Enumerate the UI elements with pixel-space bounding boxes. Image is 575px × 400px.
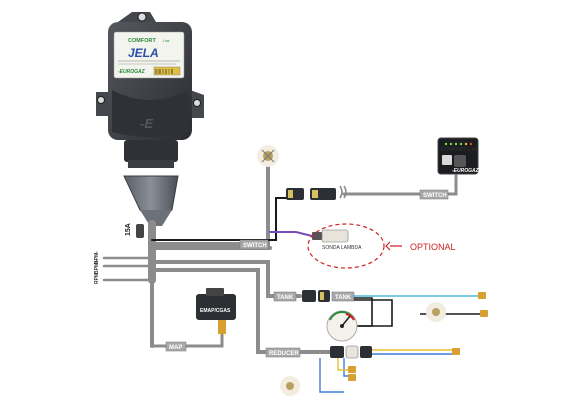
fuse-icon: 15A [125,223,144,238]
tag-switch-panel: SWITCH [419,189,449,200]
map-sensor-label: EMAP/CGAS [200,308,231,314]
tank-wires [348,295,482,327]
svg-text:SWITCH: SWITCH [243,243,267,249]
switch-panel-header: COMFORT LINE [441,147,479,153]
ecu-label-top: COMFORT [128,38,156,44]
svg-text:MAP: MAP [169,345,182,351]
switch-panel-icon: COMFORT LINE -EUROGAZ [437,137,480,175]
ecu-footer-brand: -EUROGAZ [118,69,146,75]
ecu-cover-logo: -E [140,116,153,131]
switch-panel-brand: -EUROGAZ [452,168,480,174]
svg-text:REDUCER: REDUCER [269,351,299,357]
connector-icon [330,345,372,359]
svg-text:TANK: TANK [277,295,294,301]
ecu-label-suffix: Line [163,39,170,43]
tag-tank-left: TANK [273,291,297,302]
tag-tank-right: TANK [331,291,355,302]
spark-plug-icon [280,376,300,396]
connector-icon [286,185,347,200]
wire-label-bpm-minus: BPM- [94,251,100,264]
tag-switch: SWITCH [239,239,269,250]
reducer-wires [319,349,452,393]
lambda-sensor: SONDA LAMBDA OPTIONAL [307,223,456,269]
optional-label: OPTIONAL [410,242,456,252]
optional-outline [307,223,385,269]
lambda-label: SONDA LAMBDA [322,245,362,251]
harness-connector [123,175,179,226]
wire-label-bpm-plus: BPM+ [94,260,100,274]
tag-map: MAP [165,341,187,352]
terminal-icon [478,292,488,317]
spark-plug-icon [257,145,279,167]
map-sensor-icon: EMAP/CGAS [196,288,236,334]
gauge-icon [326,310,358,342]
svg-text:SWITCH: SWITCH [423,193,447,199]
side-wire-labels: BPM- BPM+ RPM [94,251,100,284]
ecu-brand: JELA [128,46,159,60]
tag-reducer: REDUCER [265,347,301,358]
ecu-unit: COMFORT Line JELA -EUROGAZ -E [96,12,204,168]
terminal-icon [348,348,460,381]
svg-text:TANK: TANK [335,295,352,301]
fuse-label: 15A [125,223,132,236]
connector-icon [302,290,330,302]
spark-plug-icon [426,302,446,322]
wire-label-rpm: RPM [94,273,100,284]
